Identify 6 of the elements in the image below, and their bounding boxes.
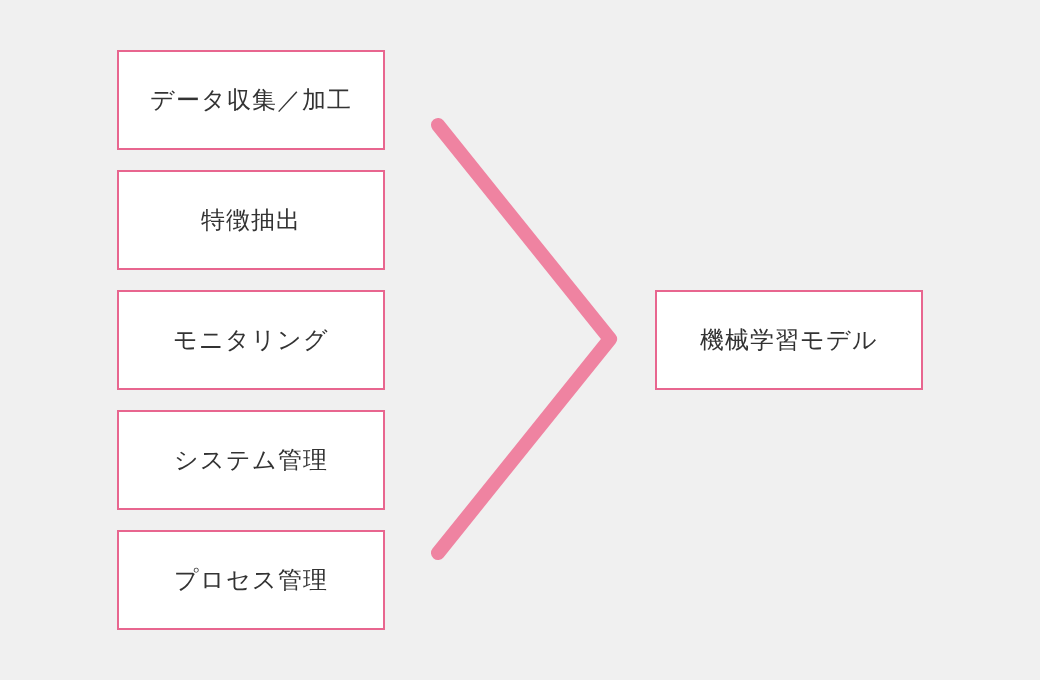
process-box: プロセス管理: [117, 530, 385, 630]
process-box: 機械学習モデル: [655, 290, 923, 390]
process-box: データ収集／加工: [117, 50, 385, 150]
process-box: モニタリング: [117, 290, 385, 390]
process-box: システム管理: [117, 410, 385, 510]
process-box: 特徴抽出: [117, 170, 385, 270]
